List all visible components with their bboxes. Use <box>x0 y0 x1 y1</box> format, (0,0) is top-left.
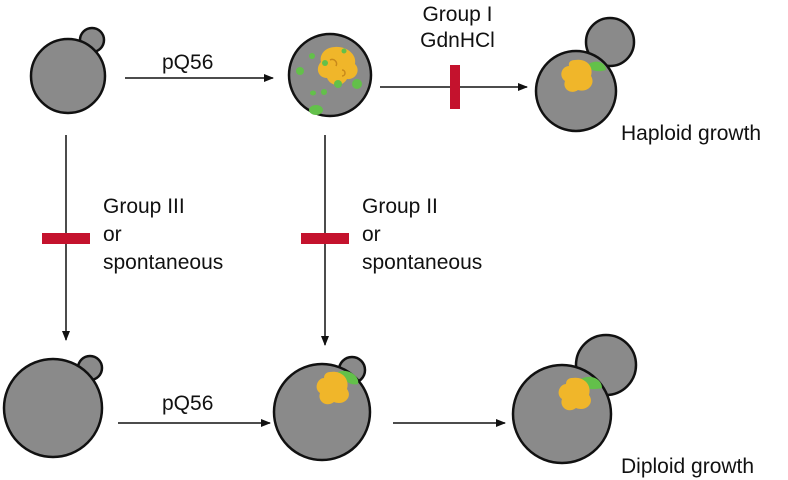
label-group2-line2: or <box>362 223 381 246</box>
label-group3-line3: spontaneous <box>103 251 224 274</box>
label-pq56-bottom: pQ56 <box>162 392 214 415</box>
orange-aggregate <box>561 59 593 92</box>
label-group3-line2: or <box>103 223 122 246</box>
block-bar-group1 <box>450 65 460 109</box>
label-diploid-growth: Diploid growth <box>621 455 755 478</box>
green-foci <box>296 48 362 115</box>
green-ring <box>338 370 359 385</box>
orange-aggregate <box>316 371 349 405</box>
label-group1-line1: Group I <box>422 3 493 26</box>
label-group1-line2: GdnHCl <box>420 29 495 52</box>
cell-haploid-pq56 <box>287 32 373 118</box>
label-group2-line3: spontaneous <box>362 251 483 274</box>
orange-aggregate <box>317 46 358 85</box>
cell-diploid-pq56 <box>272 355 372 462</box>
cell-diploid-budding <box>511 333 638 465</box>
label-group3-line1: Group III <box>103 195 185 218</box>
aggregate-outline <box>329 58 346 77</box>
orange-aggregate <box>558 377 591 411</box>
label-haploid-growth: Haploid growth <box>621 122 762 145</box>
cell-haploid-budding <box>534 16 636 133</box>
cell-haploid-start <box>29 26 107 115</box>
block-bar-group2 <box>301 233 349 244</box>
block-bar-group3 <box>42 233 90 244</box>
label-group2-line1: Group II <box>362 195 438 218</box>
cell-diploid-start <box>2 354 104 459</box>
label-pq56-top: pQ56 <box>162 51 214 74</box>
